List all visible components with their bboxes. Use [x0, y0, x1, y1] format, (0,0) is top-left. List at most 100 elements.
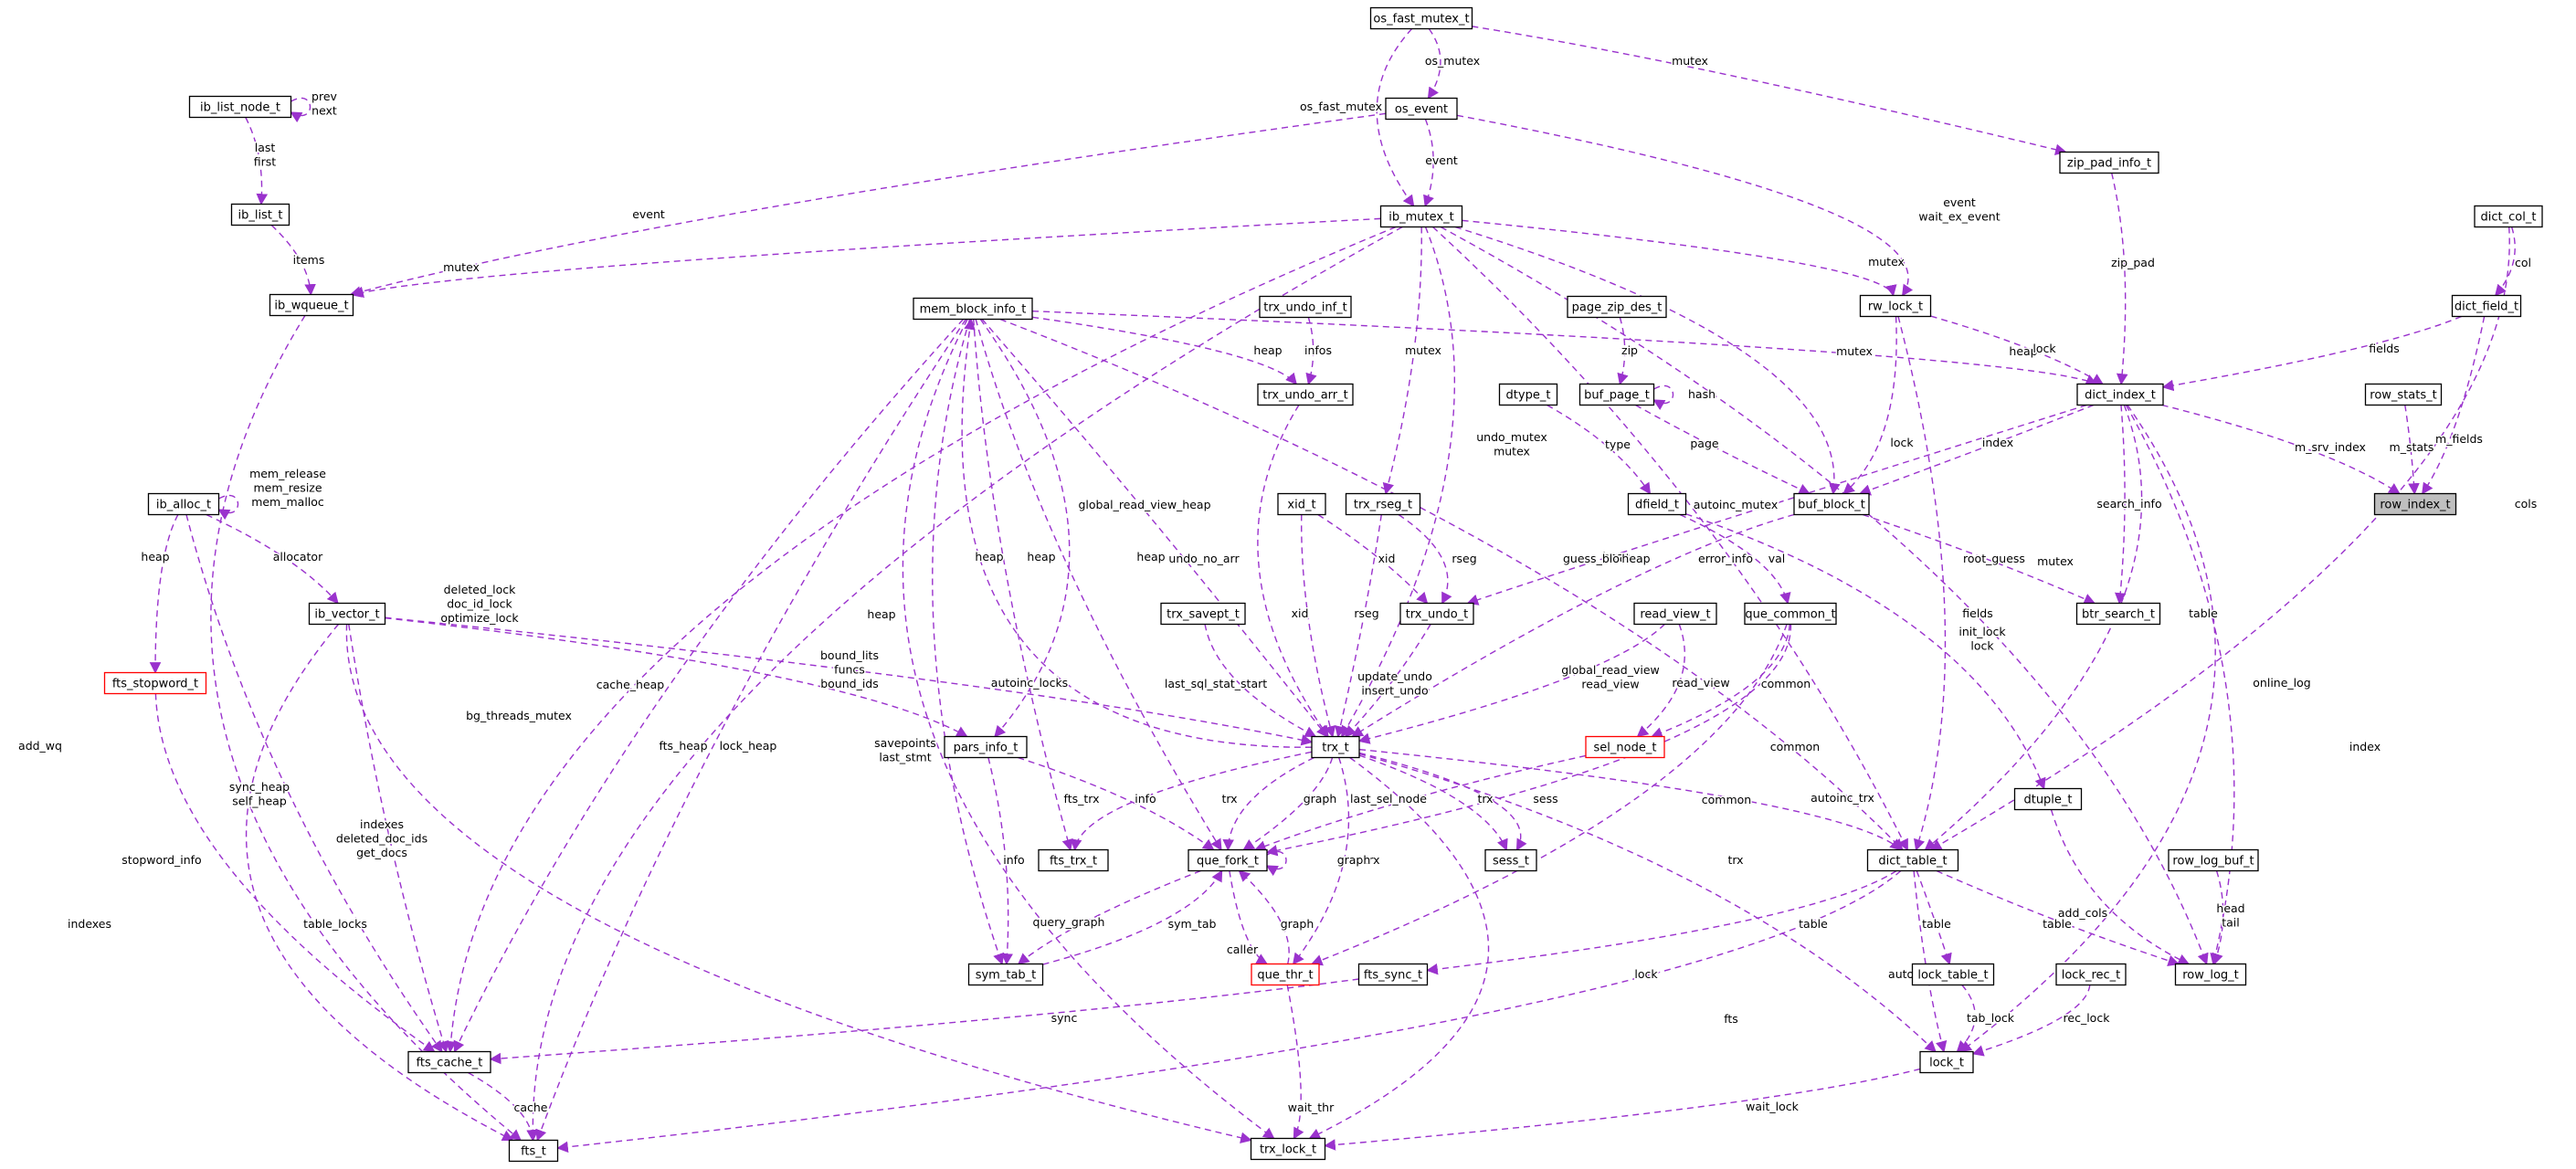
edge-layer — [149, 26, 2516, 1153]
edge-que-common-t-to-que-thr-t — [1310, 624, 1788, 966]
node-dict-field-t[interactable]: dict_field_t — [2451, 294, 2522, 318]
edge-rw-lock-t-to-buf-block-t — [1842, 316, 1897, 495]
edge-label: lock_heap — [720, 739, 777, 753]
node-fts-t[interactable]: fts_t — [508, 1139, 559, 1163]
node-fts-trx-t[interactable]: fts_trx_t — [1038, 848, 1109, 872]
node-box — [1259, 295, 1352, 319]
node-fts-sync-t[interactable]: fts_sync_t — [1357, 963, 1429, 986]
node-fts-cache-t[interactable]: fts_cache_t — [407, 1050, 491, 1074]
node-lock-table-t[interactable]: lock_table_t — [1911, 963, 1995, 986]
edge-trx-rseg-t-to-trx-undo-t — [1398, 513, 1452, 605]
node-label: trx_savept_t — [1167, 608, 1240, 622]
edge-trx-undo-arr-t-to-trx-t — [1257, 405, 1329, 738]
node-label: ib_list_t — [238, 209, 282, 223]
edge-label: trx — [1477, 792, 1493, 806]
node-dict-index-t[interactable]: dict_index_t — [2076, 383, 2164, 406]
edge-buf-page-t-to-buf-page-t — [1652, 384, 1674, 411]
node-ib-list-t[interactable]: ib_list_t — [230, 203, 290, 226]
edge-label: sync — [1051, 1011, 1078, 1025]
node-trx-undo-inf-t[interactable]: trx_undo_inf_t — [1259, 295, 1352, 319]
node-os-fast-mutex-t[interactable]: os_fast_mutex_t — [1369, 6, 1473, 30]
node-trx-lock-t[interactable]: trx_lock_t — [1250, 1137, 1326, 1161]
node-row-log-t[interactable]: row_log_t — [2174, 963, 2247, 986]
node-fts-stopword-t[interactable]: fts_stopword_t — [103, 671, 207, 695]
edge-label: heap — [2009, 344, 2037, 358]
node-box — [1038, 848, 1109, 872]
edge-label: undo_no_arr — [1168, 552, 1240, 565]
node-xid-t[interactable]: xid_t — [1277, 492, 1326, 516]
edge-label: m_srv_index — [2295, 440, 2366, 454]
node-label: trx_undo_arr_t — [1262, 389, 1348, 403]
edge-label: m_stats — [2390, 440, 2434, 454]
node-buf-block-t[interactable]: buf_block_t — [1793, 492, 1870, 516]
edge-label: add_wq — [18, 739, 62, 753]
edge-label: trx — [1727, 853, 1743, 867]
node-os-event[interactable]: os_event — [1385, 97, 1458, 121]
edge-ib-alloc-t-to-fts-stopword-t — [149, 514, 179, 674]
node-trx-undo-t[interactable]: trx_undo_t — [1399, 602, 1474, 626]
node-que-thr-t[interactable]: que_thr_t — [1251, 963, 1320, 986]
node-read-view-t[interactable]: read_view_t — [1633, 602, 1717, 626]
node-que-fork-t[interactable]: que_fork_t — [1188, 848, 1268, 872]
node-trx-undo-arr-t[interactable]: trx_undo_arr_t — [1257, 383, 1354, 406]
node-btr-search-t[interactable]: btr_search_t — [2075, 602, 2161, 626]
node-dfield-t[interactable]: dfield_t — [1627, 492, 1687, 516]
edge-trx-t-to-que-fork-t — [1222, 756, 1314, 851]
node-trx-t[interactable]: trx_t — [1311, 735, 1360, 759]
node-ib-list-node-t[interactable]: ib_list_node_t — [188, 95, 292, 119]
node-trx-savept-t[interactable]: trx_savept_t — [1160, 602, 1246, 626]
node-sess-t[interactable]: sess_t — [1484, 848, 1537, 872]
edge-label: rseg — [1452, 552, 1476, 565]
edge-label: zip_pad — [2111, 256, 2155, 269]
node-dtuple-t[interactable]: dtuple_t — [2013, 787, 2083, 811]
node-buf-page-t[interactable]: buf_page_t — [1578, 383, 1655, 406]
node-row-stats-t[interactable]: row_stats_t — [2364, 383, 2443, 406]
edge-label: info — [1135, 792, 1156, 806]
node-box — [147, 492, 220, 516]
node-lock-t[interactable]: lock_t — [1919, 1050, 1974, 1074]
edge-dict-table-t-to-row-log-t — [1936, 869, 2180, 966]
node-row-index-t[interactable]: row_index_t — [2373, 492, 2457, 516]
edge-label: tab_lock — [1967, 1011, 2015, 1025]
node-ib-vector-t[interactable]: ib_vector_t — [308, 602, 386, 626]
node-dict-col-t[interactable]: dict_col_t — [2474, 205, 2543, 228]
node-lock-rec-t[interactable]: lock_rec_t — [2055, 963, 2127, 986]
edge-label: fields — [1962, 606, 1992, 620]
edge-ib-mutex-t-to-ib-wqueue-t — [352, 217, 1381, 298]
node-label: sess_t — [1493, 855, 1529, 869]
edge-dict-index-t-to-trx-undo-t — [1466, 404, 2087, 606]
edge-label: mutex — [443, 260, 480, 274]
node-rw-lock-t[interactable]: rw_lock_t — [1859, 294, 1932, 318]
edge-label: cache — [513, 1101, 547, 1114]
node-box — [1627, 492, 1687, 516]
edge-label: online_log — [2253, 676, 2310, 690]
edge-fts-stopword-t-to-fts-cache-t — [154, 693, 436, 1053]
node-zip-pad-info-t[interactable]: zip_pad_info_t — [2059, 151, 2159, 174]
node-label: zip_pad_info_t — [2067, 157, 2151, 171]
edge-que-thr-t-to-que-fork-t — [1238, 869, 1290, 964]
node-dtype-t[interactable]: dtype_t — [1498, 383, 1558, 406]
node-ib-alloc-t[interactable]: ib_alloc_t — [147, 492, 220, 516]
node-box — [1385, 97, 1458, 121]
edge-label: heap — [1621, 552, 1650, 565]
node-que-common-t[interactable]: que_common_t — [1744, 602, 1837, 626]
node-ib-wqueue-t[interactable]: ib_wqueue_t — [269, 293, 354, 317]
node-label: que_fork_t — [1197, 855, 1259, 869]
node-dict-table-t[interactable]: dict_table_t — [1866, 848, 1959, 872]
edge-trx-t-to-trx-lock-t — [1308, 756, 1490, 1140]
edge-label: bg_threads_mutex — [466, 709, 572, 722]
node-mem-block-info-t[interactable]: mem_block_info_t — [913, 297, 1033, 321]
node-ib-mutex-t[interactable]: ib_mutex_t — [1379, 205, 1463, 228]
node-sel-node-t[interactable]: sel_node_t — [1585, 735, 1665, 759]
edge-label: query_graph — [1033, 915, 1105, 929]
edge-label: autoinc_trx — [1811, 791, 1874, 805]
node-trx-rseg-t[interactable]: trx_rseg_t — [1345, 492, 1421, 516]
node-row-log-buf-t[interactable]: row_log_buf_t — [2168, 848, 2259, 872]
node-pars-info-t[interactable]: pars_info_t — [944, 735, 1028, 759]
node-page-zip-des-t[interactable]: page_zip_des_t — [1567, 295, 1667, 319]
edge-trx-undo-t-to-trx-t — [1344, 624, 1431, 738]
edge-label: val — [1768, 552, 1786, 565]
node-sym-tab-t[interactable]: sym_tab_t — [967, 963, 1044, 986]
